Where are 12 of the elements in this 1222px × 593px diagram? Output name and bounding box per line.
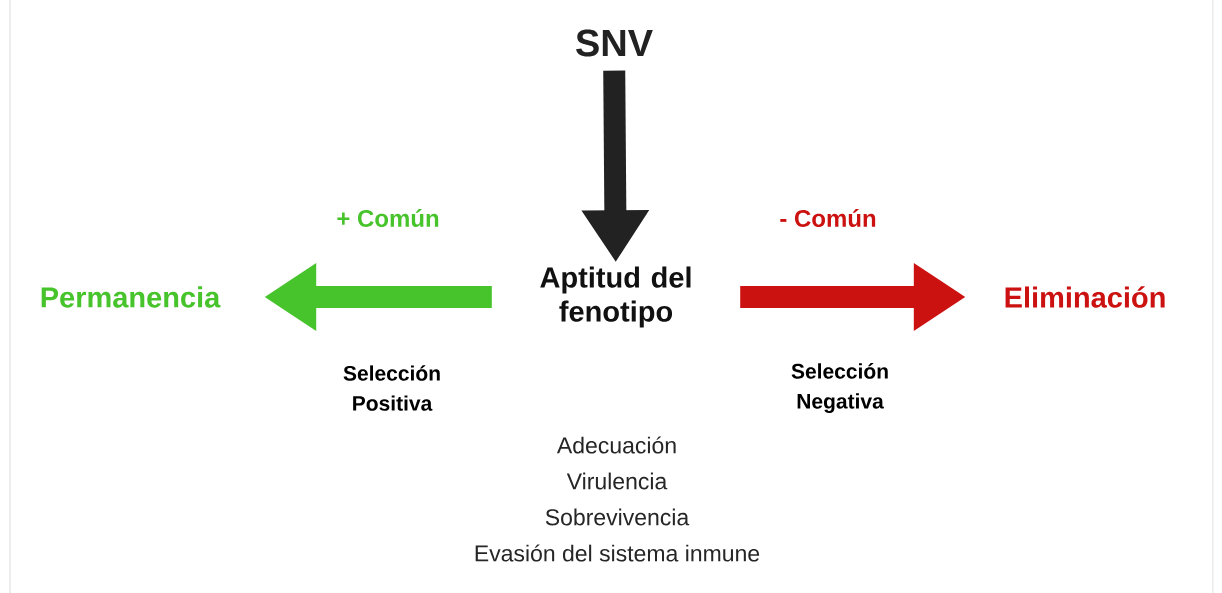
edge-label: + Común	[337, 209, 439, 227]
node-label: Permanencia	[41, 286, 221, 308]
node-label: Eliminación	[1005, 286, 1165, 308]
edge-label: - Común	[780, 209, 876, 227]
node-label: Aptitud del fenotipo	[540, 266, 691, 328]
node-label: SNV	[576, 29, 653, 57]
label: Adecuación	[556, 436, 676, 454]
label: Selección Positiva	[343, 365, 440, 411]
label: Virulencia	[566, 472, 668, 490]
label: Selección Negativa	[791, 363, 888, 413]
label: Sobrevivencia	[545, 508, 690, 526]
label: Evasión del sistema inmune	[475, 544, 760, 562]
